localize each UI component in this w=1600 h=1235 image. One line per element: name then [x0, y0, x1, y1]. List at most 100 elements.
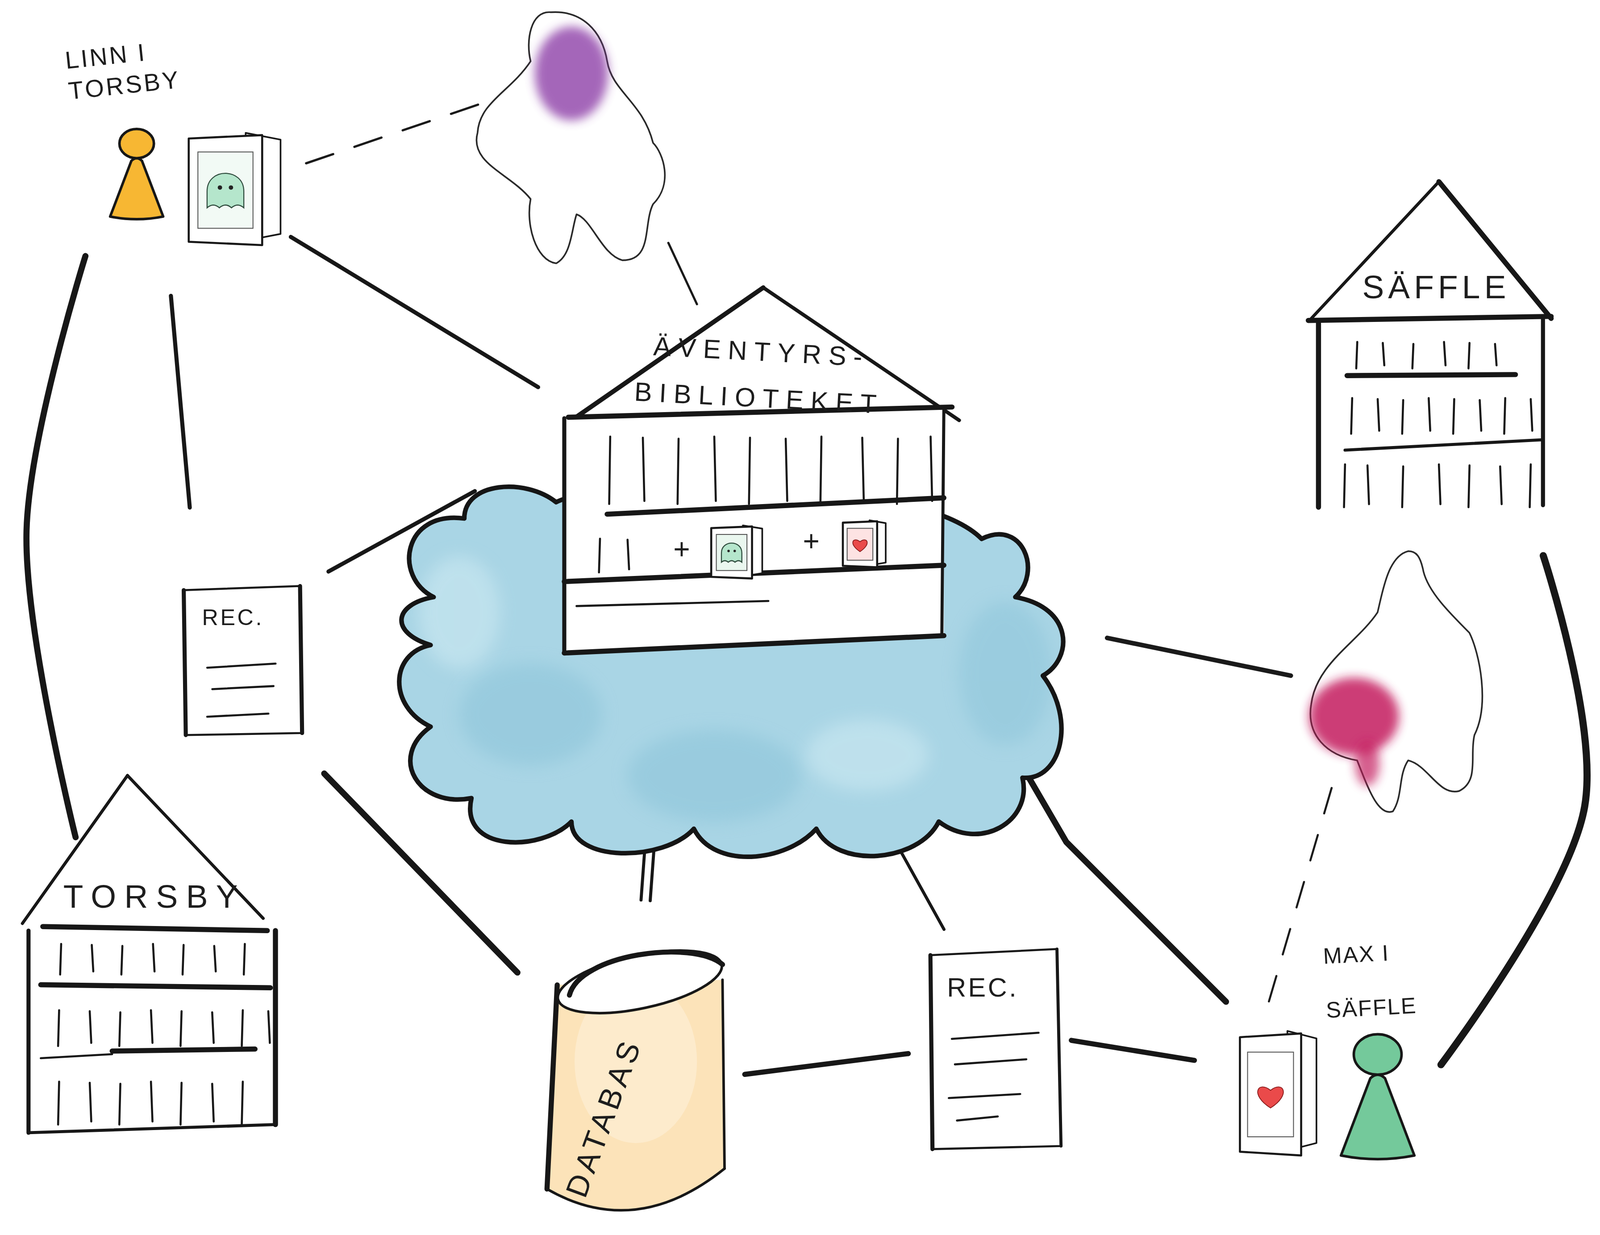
card-front	[711, 526, 752, 579]
cylinder-fill	[546, 979, 725, 1210]
card-panel	[847, 528, 874, 561]
connector-line	[744, 1053, 909, 1075]
book-mark	[1356, 341, 1358, 369]
heart-symbol	[1257, 1086, 1284, 1108]
book-mark	[58, 1010, 59, 1046]
roof-base	[1308, 316, 1551, 321]
person-node: LINN I TORSBY	[61, 30, 291, 250]
book-mark	[896, 438, 898, 505]
book-mark	[677, 438, 679, 505]
text-line	[207, 663, 276, 668]
building-fill	[1318, 316, 1543, 508]
node-outline	[18, 772, 281, 1135]
region-highlight	[1354, 741, 1380, 787]
paper-edge	[300, 585, 303, 733]
connector-line	[290, 237, 538, 388]
map-link	[668, 242, 697, 305]
wall	[562, 418, 567, 654]
book-mark	[182, 945, 184, 975]
text-line	[949, 1094, 1021, 1099]
book-mark	[1343, 464, 1345, 508]
floor	[28, 1124, 276, 1133]
database-cylinder: DATABAS	[538, 938, 727, 1217]
shelf	[40, 1054, 113, 1059]
connector-line	[170, 295, 190, 508]
shelf	[1346, 374, 1516, 376]
shelf	[1345, 439, 1542, 450]
text-line	[952, 1032, 1039, 1039]
cylinder-side	[546, 984, 558, 1189]
book-mark	[1530, 399, 1533, 431]
book-mark	[1504, 398, 1505, 434]
book-mark	[1468, 342, 1470, 369]
paper-edge	[183, 589, 186, 735]
person-node: MAX I SÄFFLE	[1234, 930, 1429, 1162]
node-label: TORSBY	[63, 876, 273, 917]
book-mark	[1367, 465, 1369, 505]
recommendation-document: REC.	[926, 946, 1063, 1151]
book-mark	[1412, 343, 1413, 369]
ghost-symbol	[207, 173, 244, 208]
node-label: LINN I TORSBY	[63, 32, 190, 107]
region-highlight	[1309, 677, 1400, 756]
ghost-eye	[217, 185, 223, 190]
wall	[941, 408, 945, 636]
dashed-link	[306, 104, 480, 164]
book-mark	[1495, 343, 1497, 366]
wall	[1315, 320, 1321, 508]
watercolor-patch	[418, 556, 500, 669]
map-link	[1107, 637, 1291, 676]
book-mark	[180, 1011, 182, 1046]
shelf	[576, 600, 769, 606]
shelf	[112, 1049, 255, 1052]
building-fill	[564, 408, 944, 654]
cylinder-top	[552, 938, 727, 1025]
library-building: ÄVENTYRS- BIBLIOTEKET	[564, 283, 962, 662]
roof-base	[42, 926, 268, 931]
library-building: SÄFFLE	[1306, 178, 1554, 511]
plus-sign: +	[673, 532, 690, 566]
node-label: REC.	[202, 604, 300, 631]
paper-edge	[1057, 949, 1062, 1146]
wall	[26, 930, 31, 1134]
card-front	[188, 134, 263, 245]
dashed-link	[1263, 787, 1332, 1021]
paper-sheet	[930, 949, 1062, 1150]
paper-edge	[930, 955, 934, 1150]
book-mark	[241, 1081, 243, 1125]
wall	[1540, 318, 1545, 505]
cylinder-rim	[569, 951, 723, 996]
node-label: MAX I SÄFFLE	[1321, 924, 1426, 1037]
person-head	[1353, 1033, 1402, 1075]
node-outline	[1306, 178, 1554, 511]
book-mark	[150, 1081, 153, 1122]
book-mark	[1402, 400, 1404, 434]
book-mark	[60, 943, 62, 975]
watercolor-patch	[627, 729, 802, 822]
book-mark	[1438, 464, 1441, 505]
book-mark	[820, 436, 822, 505]
book-mark	[89, 1011, 92, 1043]
ghost-eye	[727, 550, 730, 553]
person-body	[1340, 1074, 1415, 1159]
book-mark	[1377, 399, 1380, 431]
book-mark	[243, 943, 245, 975]
ghost-symbol	[721, 543, 742, 563]
book-mark	[1443, 341, 1446, 366]
cloud-outline	[399, 484, 1063, 857]
book-mark	[268, 1011, 270, 1043]
book-mark	[609, 436, 611, 505]
node-label: SÄFFLE	[1362, 267, 1541, 307]
wall	[272, 930, 278, 1125]
book-mark	[214, 945, 216, 972]
book-mark	[1500, 466, 1502, 505]
book-mark	[150, 1010, 153, 1043]
book-mark	[749, 437, 750, 505]
watercolor-patch	[806, 719, 929, 792]
shelf	[607, 498, 944, 515]
book-mark	[1402, 466, 1404, 508]
text-line	[212, 685, 274, 689]
book-mark	[785, 438, 788, 501]
